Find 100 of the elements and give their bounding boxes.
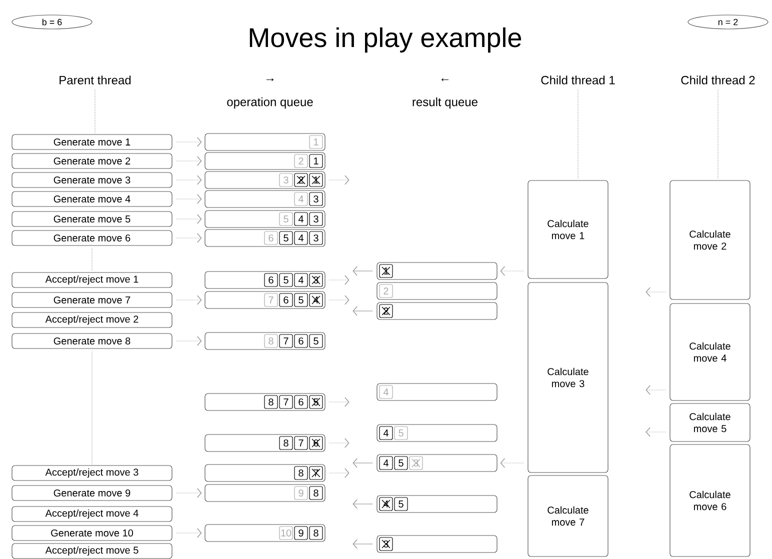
queue-cell: 5 — [294, 293, 308, 307]
queue-box — [204, 332, 326, 350]
queue-box — [204, 271, 326, 289]
queue-box — [204, 291, 326, 309]
arrow — [176, 214, 202, 224]
task-box: Calculate move 1 — [528, 180, 608, 279]
queue-box — [204, 464, 326, 482]
queue-box — [376, 262, 498, 280]
queue-cell: 4 — [294, 212, 308, 226]
arrow — [329, 295, 350, 305]
queue-cell: 10 — [279, 526, 293, 540]
task-box: Calculate move 4 — [670, 303, 750, 401]
queue-cell: 3 — [279, 173, 293, 187]
queue-cell: 8 — [279, 436, 293, 450]
arrow — [176, 233, 202, 243]
queue-cell: 6 — [279, 293, 293, 307]
arrow — [329, 438, 350, 448]
queue-box — [204, 133, 326, 151]
arrow — [176, 295, 202, 305]
queue-cell: 5 — [394, 456, 408, 470]
queue-box — [376, 282, 498, 300]
task-box: Generate move 6 — [12, 230, 172, 246]
queue-cell: 4 — [379, 426, 393, 440]
queue-cell: 4 — [294, 273, 308, 287]
task-box: Accept/reject move 5 — [12, 543, 172, 559]
queue-cell: 5 — [279, 212, 293, 226]
task-box: Generate move 3 — [12, 172, 172, 188]
task-box: Calculate move 5 — [670, 403, 750, 442]
queue-cell: 1 — [379, 264, 393, 278]
queue-cell: 2 — [379, 284, 393, 298]
task-box: Generate move 5 — [12, 211, 172, 227]
arrow — [176, 528, 202, 538]
arrow — [176, 137, 202, 147]
arrow — [646, 287, 666, 297]
arrow — [500, 266, 524, 276]
queue-cell: 5 — [279, 231, 293, 245]
queue-cell: 8 — [264, 395, 278, 409]
queue-cell: 4 — [294, 231, 308, 245]
queue-cell: 3 — [309, 212, 323, 226]
queue-cell: 3 — [309, 192, 323, 206]
parameter-oval: b = 6 — [12, 14, 92, 30]
queue-box — [204, 171, 326, 189]
column-heading: Child thread 1 — [541, 76, 615, 84]
queue-box — [376, 535, 498, 553]
arrow — [352, 499, 373, 509]
queue-cell: 3 — [309, 231, 323, 245]
queue-cell: 7 — [294, 436, 308, 450]
queue-cell: 1 — [309, 154, 323, 168]
task-box: Generate move 9 — [12, 485, 172, 501]
task-box: Calculate move 2 — [670, 180, 750, 300]
queue-cell: 4 — [379, 385, 393, 399]
queue-box — [204, 190, 326, 208]
queue-cell: 6 — [264, 273, 278, 287]
queue-cell: 4 — [294, 192, 308, 206]
arrow — [176, 175, 202, 185]
arrow — [646, 427, 666, 437]
arrow — [176, 488, 202, 498]
queue-box — [376, 495, 498, 513]
queue-box — [204, 434, 326, 452]
queue-cell: 8 — [264, 334, 278, 348]
queue-cell: 2 — [294, 154, 308, 168]
task-box: Generate move 7 — [12, 292, 172, 308]
queue-box — [204, 484, 326, 502]
arrow — [352, 266, 373, 276]
arrow — [352, 458, 373, 468]
task-box: Generate move 10 — [12, 525, 172, 541]
queue-box — [376, 454, 498, 472]
task-box: Calculate move 7 — [528, 475, 608, 557]
task-box: Accept/reject move 3 — [12, 465, 172, 481]
queue-cell: 5 — [279, 273, 293, 287]
queue-box — [376, 302, 498, 320]
task-box: Generate move 4 — [12, 191, 172, 207]
arrow — [176, 156, 202, 166]
queue-cell: 6 — [294, 334, 308, 348]
queue-box — [376, 383, 498, 401]
arrow — [500, 458, 524, 468]
queue-cell: 9 — [294, 486, 308, 500]
queue-box — [204, 229, 326, 247]
queue-cell: 7 — [279, 395, 293, 409]
arrow — [176, 336, 202, 346]
queue-cell: 6 — [264, 231, 278, 245]
arrow — [352, 306, 373, 316]
arrow — [352, 539, 373, 549]
column-heading: operation queue — [227, 97, 313, 109]
queue-box — [204, 210, 326, 228]
task-box: Accept/reject move 1 — [12, 272, 172, 288]
queue-cell: 7 — [264, 293, 278, 307]
queue-cell: 5 — [394, 497, 408, 511]
task-box: Calculate move 3 — [528, 282, 608, 473]
task-box: Generate move 1 — [12, 134, 172, 150]
task-box: Calculate move 6 — [670, 444, 750, 557]
queue-box — [204, 393, 326, 411]
queue-box — [376, 424, 498, 442]
arrow — [329, 175, 350, 185]
queue-cell: 4 — [379, 456, 393, 470]
arrow — [329, 397, 350, 407]
column-heading: result queue — [412, 97, 478, 109]
heading-arrow: ← — [441, 78, 449, 82]
title: Moves in play example — [250, 27, 522, 53]
arrow — [329, 275, 350, 285]
